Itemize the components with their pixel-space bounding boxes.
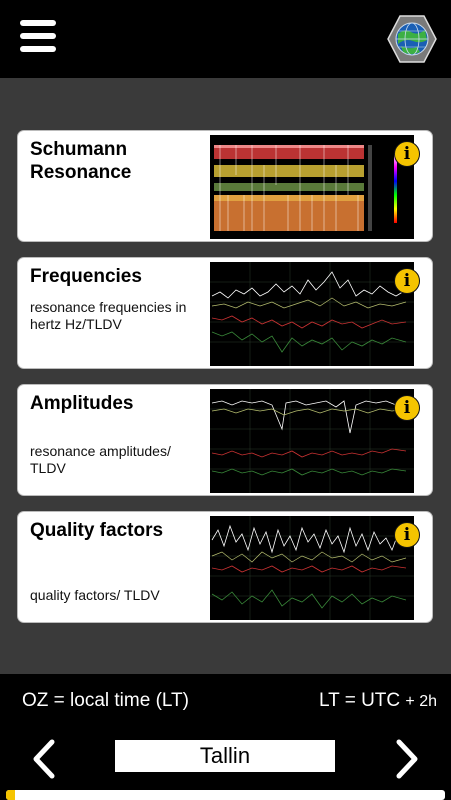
card-title: Amplitudes [30, 393, 134, 414]
globe-logo-icon[interactable] [387, 14, 437, 64]
chevron-left-icon[interactable] [30, 738, 60, 780]
info-icon[interactable]: i [394, 141, 420, 167]
chevron-right-icon[interactable] [391, 738, 421, 780]
card-title: Quality factors [30, 520, 164, 541]
info-icon[interactable]: i [394, 395, 420, 421]
card-schumann-resonance[interactable]: Schumann Resonance [17, 130, 433, 242]
card-subtitle: resonance amplitudes/ TLDV [30, 443, 171, 476]
utc-offset-value: + 2h [405, 693, 437, 710]
local-time-label: OZ = local time (LT) [22, 690, 189, 711]
card-quality-factors[interactable]: Quality factors quality factors/ TLDV i [17, 511, 433, 623]
top-bar [0, 0, 451, 78]
card-title: Schumann Resonance [30, 139, 132, 183]
card-amplitudes[interactable]: Amplitudes resonance amplitudes/ TLDV i [17, 384, 433, 496]
frequencies-thumbnail [210, 262, 414, 366]
city-selector[interactable]: Tallin [115, 740, 335, 772]
card-title: Frequencies [30, 266, 142, 287]
quality-factors-thumbnail [210, 516, 414, 620]
spectrogram-thumbnail [210, 135, 414, 239]
card-subtitle: quality factors/ TLDV [30, 587, 160, 603]
progress-bar [6, 790, 445, 800]
chart-list: Schumann Resonance [0, 78, 451, 674]
hamburger-icon[interactable] [20, 20, 56, 56]
card-subtitle: resonance frequencies in hertz Hz/TLDV [30, 299, 187, 332]
info-icon[interactable]: i [394, 268, 420, 294]
progress-fill [6, 790, 15, 800]
card-frequencies[interactable]: Frequencies resonance frequencies in her… [17, 257, 433, 369]
utc-offset-label: LT = UTC + 2h [319, 690, 437, 712]
info-icon[interactable]: i [394, 522, 420, 548]
bottom-bar: OZ = local time (LT) LT = UTC + 2h Talli… [0, 674, 451, 800]
utc-label: LT = UTC [319, 690, 401, 711]
amplitudes-thumbnail [210, 389, 414, 493]
